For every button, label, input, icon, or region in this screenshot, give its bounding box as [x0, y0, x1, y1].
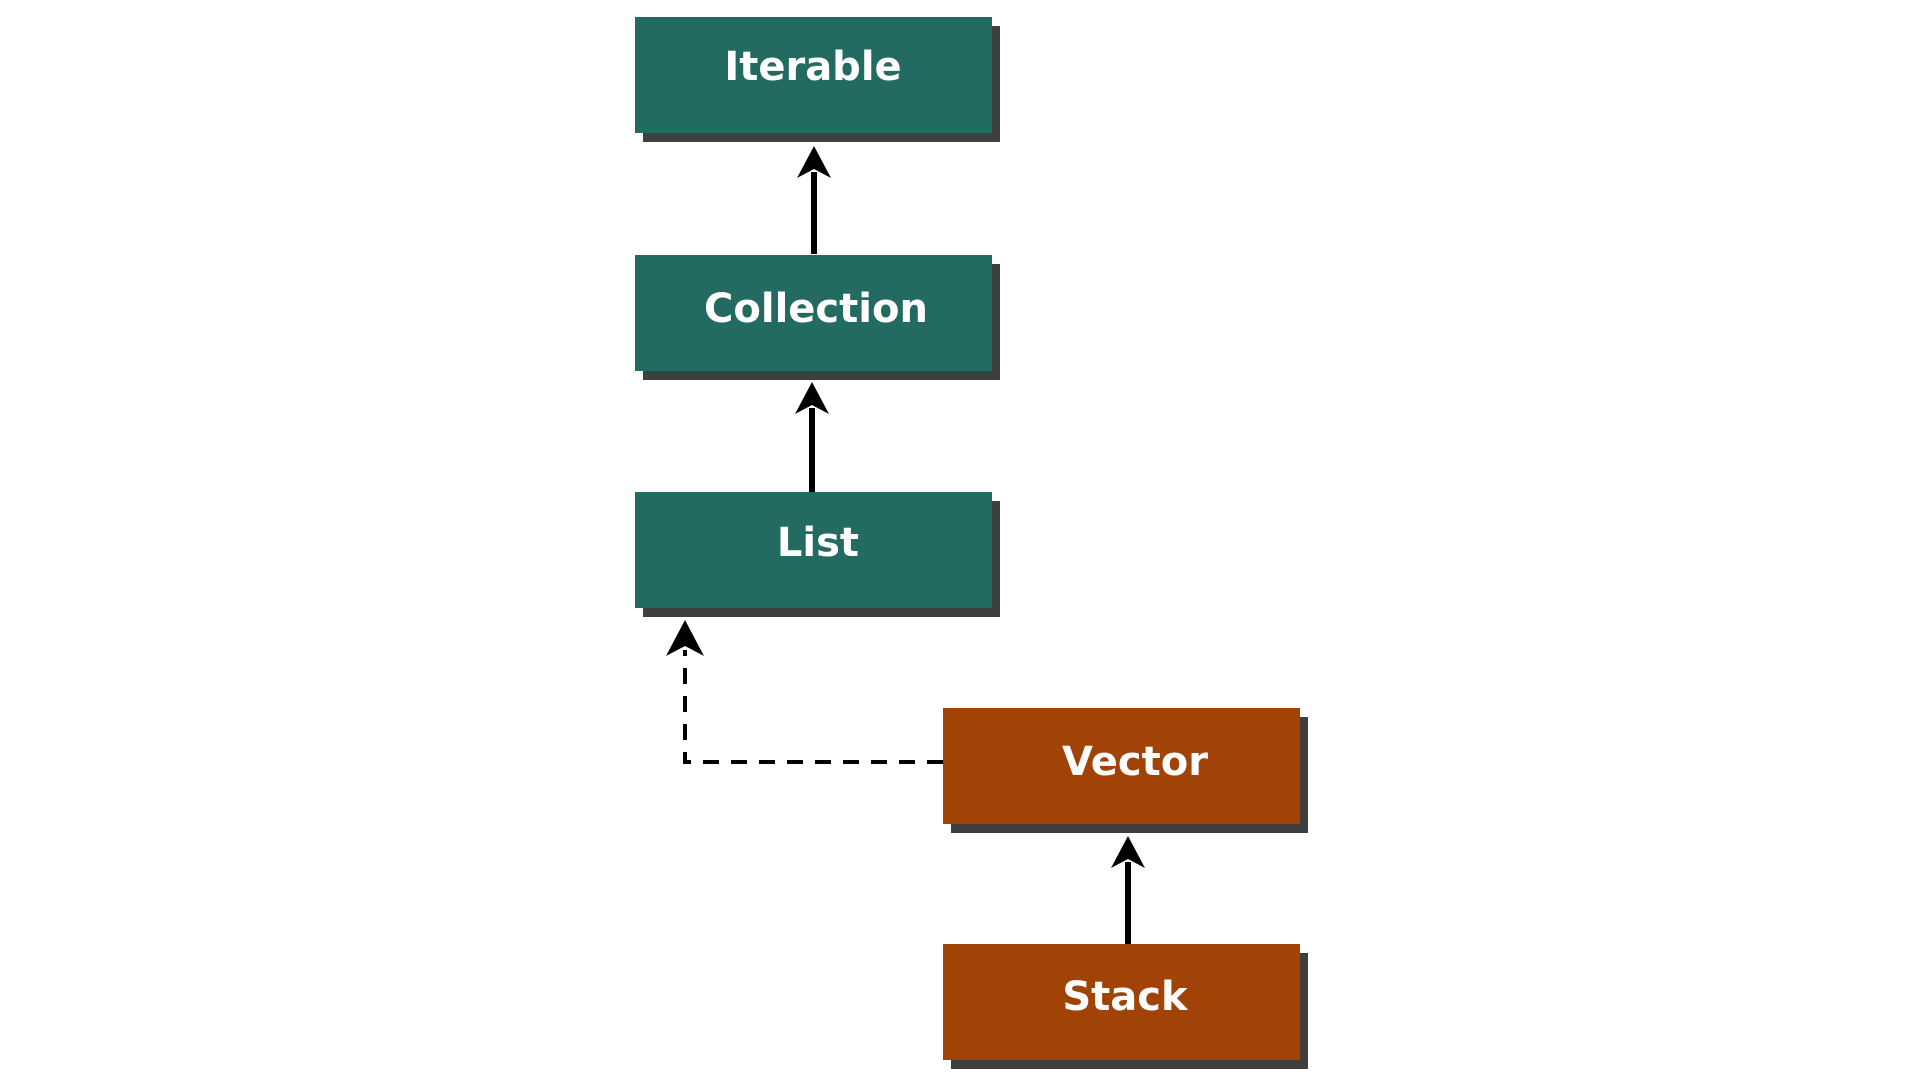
node-iterable-label: Iterable	[724, 44, 901, 90]
node-collection-label: Collection	[704, 286, 928, 332]
edge-stack-to-vector	[1111, 836, 1145, 944]
node-collection: Collection	[635, 255, 1000, 380]
node-vector-label: Vector	[1062, 739, 1208, 785]
edge-list-to-collection	[795, 382, 829, 492]
node-vector-box	[943, 708, 1300, 824]
arrowhead-collection	[795, 382, 829, 414]
node-stack: Stack	[943, 944, 1308, 1069]
node-vector: Vector	[943, 708, 1308, 833]
node-collection-box	[635, 255, 992, 371]
arrowhead-list	[666, 620, 704, 656]
node-list-label: List	[777, 520, 859, 566]
edge-collection-to-iterable	[797, 146, 831, 254]
node-list: List	[635, 492, 1000, 617]
edge-vector-to-list	[666, 620, 943, 764]
node-stack-label: Stack	[1062, 974, 1189, 1020]
arrowhead-iterable	[797, 146, 831, 178]
node-stack-box	[943, 944, 1300, 1060]
arrowhead-vector	[1111, 836, 1145, 868]
node-iterable: Iterable	[635, 17, 1000, 142]
node-iterable-box	[635, 17, 992, 133]
node-list-box	[635, 492, 992, 608]
